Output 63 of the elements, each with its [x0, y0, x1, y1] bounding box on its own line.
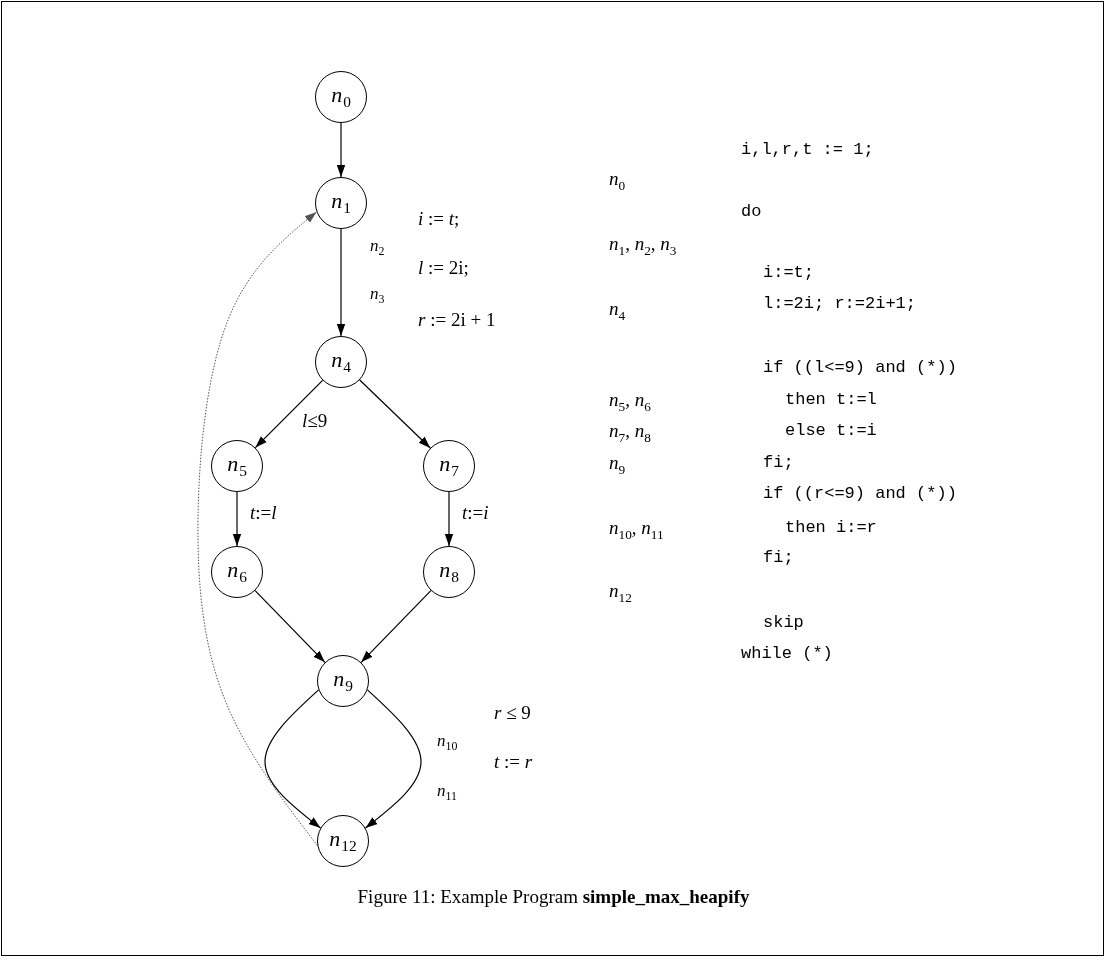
- edge-label: l≤9: [302, 411, 328, 430]
- dotted-arrow: [197, 211, 318, 846]
- state-circle: [315, 177, 367, 229]
- node-name: n$_{11}$: [437, 782, 457, 804]
- math-label: i := t;: [418, 209, 460, 228]
- code-line: if ((r<=9) and (*)): [763, 485, 957, 502]
- code-line: i,l,r,t := 1;: [741, 141, 874, 158]
- math-label: n$_{9}$: [609, 453, 626, 477]
- node-label: n$_{1}$: [331, 188, 351, 218]
- state-circle: [315, 336, 367, 388]
- node-label: n$_{12}$: [329, 826, 357, 856]
- math-label: n$_{12}$: [609, 581, 632, 605]
- code-line: fi;: [763, 454, 794, 471]
- arrow: [359, 379, 431, 449]
- state-circle: [317, 815, 369, 867]
- node-label: n$_{5}$: [227, 451, 247, 481]
- code-line: else t:=i: [785, 422, 877, 439]
- arrow: [232, 491, 242, 547]
- node-name: n$_{3}$: [370, 285, 385, 307]
- edge-label: t:=i: [462, 503, 489, 522]
- math-label: t := r: [494, 752, 533, 771]
- arrow: [254, 379, 324, 449]
- code-line: if ((l<=9) and (*)): [763, 359, 957, 376]
- state-circle: [423, 440, 475, 492]
- node-label: n$_{6}$: [227, 557, 247, 587]
- node-label: n$_{0}$: [331, 82, 351, 112]
- code-line: do: [741, 203, 762, 220]
- math-label: n$_{10}$, n$_{11}$: [609, 518, 664, 542]
- node-name: n$_{2}$: [370, 237, 385, 259]
- arrow: [364, 689, 422, 829]
- math-label: n$_{4}$: [609, 299, 626, 323]
- code-line: fi;: [763, 549, 794, 566]
- code-line: skip: [763, 614, 804, 631]
- node-label: n$_{7}$: [439, 451, 459, 481]
- math-label: l := 2i;: [418, 258, 469, 277]
- code-line: while (*): [741, 645, 833, 662]
- math-label: n$_{5}$, n$_{6}$: [609, 390, 651, 414]
- state-circle: [211, 546, 263, 598]
- state-circle: [315, 71, 367, 123]
- arrow: [336, 228, 346, 337]
- node-label: n$_{8}$: [439, 557, 459, 587]
- edge-label: t:=l: [250, 503, 277, 522]
- arrow: [264, 689, 322, 829]
- code-line: then i:=r: [785, 519, 877, 536]
- node-label: n$_{9}$: [333, 666, 353, 696]
- arrow: [336, 122, 346, 178]
- code-line: l:=2i; r:=2i+1;: [763, 295, 917, 312]
- code-line: then t:=l: [785, 391, 877, 408]
- code-line: i:=t;: [763, 264, 814, 281]
- state-circle: [317, 655, 369, 707]
- node-label: n$_{4}$: [331, 347, 351, 377]
- math-label: r ≤ 9: [494, 703, 531, 722]
- math-label: n$_{0}$: [609, 169, 626, 193]
- node-name: n$_{10}$: [437, 732, 458, 754]
- math-label: n$_{1}$, n$_{2}$, n$_{3}$: [609, 234, 677, 258]
- arrow: [254, 590, 326, 663]
- arrow: [444, 491, 454, 547]
- figure-caption: Figure 11: Example Program simple_max_heapify: [357, 886, 750, 907]
- state-circle: [211, 440, 263, 492]
- math-label: n$_{7}$, n$_{8}$: [609, 421, 651, 445]
- arrow: [360, 590, 432, 663]
- state-circle: [423, 546, 475, 598]
- math-label: r := 2i + 1: [418, 310, 496, 329]
